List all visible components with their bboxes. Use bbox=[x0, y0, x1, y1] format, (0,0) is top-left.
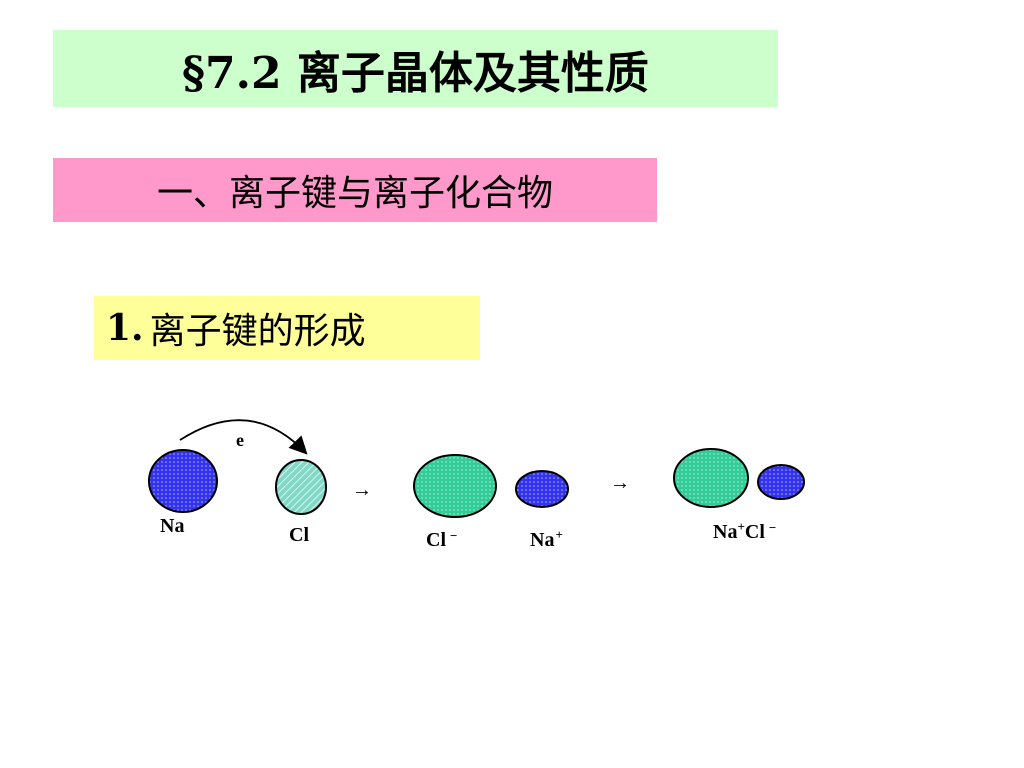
section-banner: 一、离子键与离子化合物 bbox=[53, 158, 657, 222]
chloride-ion bbox=[413, 454, 497, 518]
subsection-heading: 离子键的形成 bbox=[149, 311, 366, 352]
pair-chloride-ion bbox=[673, 448, 749, 508]
electron-transfer-arrow bbox=[179, 419, 308, 455]
title-banner: §7.2 离子晶体及其性质 bbox=[53, 30, 778, 107]
chlorine-atom bbox=[275, 459, 327, 515]
subsection-banner: 1. 离子键的形成 bbox=[94, 296, 480, 360]
electron-label: e bbox=[236, 430, 244, 450]
reaction-arrow-1: → bbox=[352, 479, 372, 501]
chlorine-label: Cl bbox=[289, 524, 309, 546]
subsection-number: 1. bbox=[106, 307, 144, 349]
sodium-ion bbox=[515, 470, 569, 508]
sodium-atom bbox=[148, 449, 218, 513]
section-heading: 一、离子键与离子化合物 bbox=[156, 173, 553, 214]
chloride-label: Cl− bbox=[426, 528, 457, 551]
sodium-chloride-label: Na+Cl− bbox=[713, 519, 776, 543]
reaction-arrow-2: → bbox=[610, 472, 630, 494]
sodium-ion-label: Na+ bbox=[530, 527, 563, 551]
sodium-label: Na bbox=[160, 515, 184, 537]
pair-sodium-ion bbox=[757, 464, 805, 500]
page-title: §7.2 离子晶体及其性质 bbox=[182, 47, 649, 99]
